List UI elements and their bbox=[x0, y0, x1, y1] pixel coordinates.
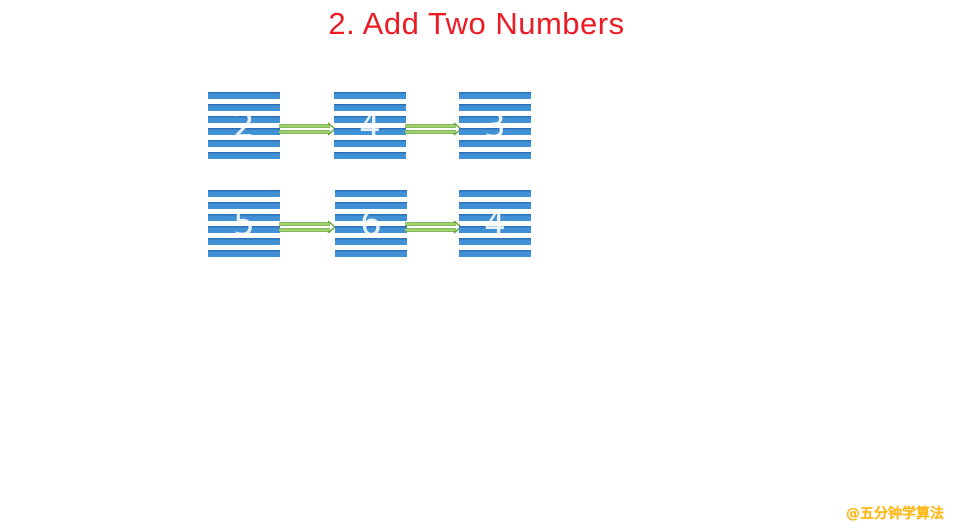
node-value: 2 bbox=[233, 105, 255, 146]
list-node: 4 bbox=[459, 190, 531, 257]
list-node: 2 bbox=[208, 92, 280, 159]
next-pointer-arrow-icon bbox=[405, 219, 463, 234]
node-value: 4 bbox=[359, 105, 381, 146]
list-node: 5 bbox=[208, 190, 280, 257]
list-node: 3 bbox=[459, 92, 531, 159]
list-node: 6 bbox=[335, 190, 407, 257]
list-node: 4 bbox=[334, 92, 406, 159]
node-value: 4 bbox=[484, 203, 506, 244]
next-pointer-arrow-icon bbox=[279, 219, 337, 234]
next-pointer-arrow-icon bbox=[405, 121, 463, 136]
node-value: 6 bbox=[360, 203, 382, 244]
node-value: 5 bbox=[233, 203, 255, 244]
page-title: 2. Add Two Numbers bbox=[328, 6, 625, 41]
watermark-text: @五分钟学算法 bbox=[846, 506, 944, 522]
node-value: 3 bbox=[484, 105, 506, 146]
next-pointer-arrow-icon bbox=[279, 121, 337, 136]
